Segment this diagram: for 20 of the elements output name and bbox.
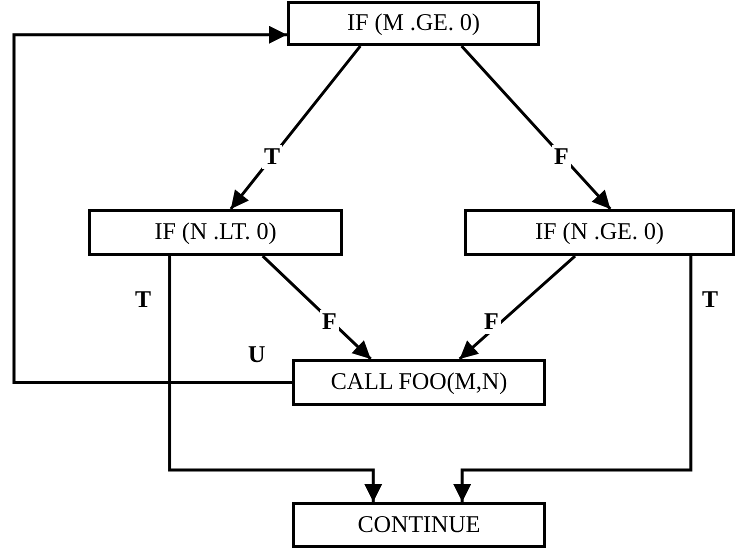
- box-text: IF (N .GE. 0): [535, 219, 664, 246]
- arrow: [12, 26, 292, 384]
- arrow: [262, 254, 372, 360]
- edge-label: F: [552, 145, 571, 169]
- process-box: [88, 209, 343, 256]
- process-box: [292, 502, 546, 548]
- box-text: CALL FOO(M,N): [330, 369, 508, 396]
- process-box: [287, 1, 540, 46]
- process-box: [464, 209, 735, 256]
- arrow: [230, 45, 362, 210]
- edge-label: T: [262, 145, 282, 169]
- box-text: IF (N .LT. 0): [154, 219, 276, 246]
- arrow: [168, 256, 382, 502]
- arrow: [460, 44, 612, 210]
- process-box: [292, 359, 546, 406]
- edge-label: F: [482, 310, 501, 334]
- box-text: IF (M .GE. 0): [347, 10, 480, 37]
- arrow: [458, 254, 576, 360]
- arrow: [453, 256, 692, 502]
- box-text: CONTINUE: [358, 512, 480, 538]
